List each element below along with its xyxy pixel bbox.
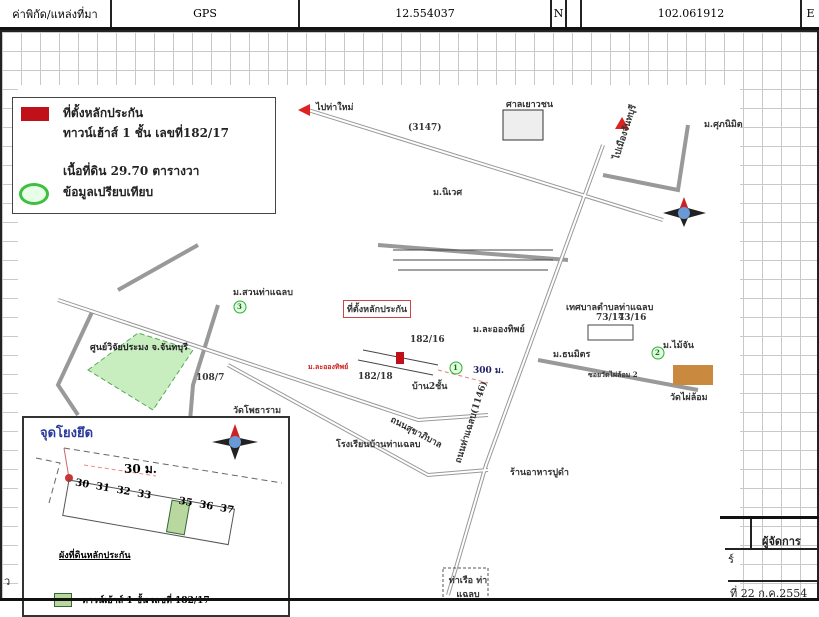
spacer-cell: [567, 0, 582, 27]
longitude: 102.061912: [582, 0, 802, 27]
label-collateral-tag: ที่ตั้งหลักประกัน: [343, 300, 412, 318]
temple-icon: [673, 365, 713, 385]
label-house-108: 108/7: [196, 373, 225, 383]
legend-comparison: ข้อมูลเปรียบเทียบ: [63, 185, 154, 199]
inset-distance: 30 ม.: [124, 462, 157, 476]
label-182-18: 182/18: [358, 372, 393, 382]
label-to-tha-mai: ไปท่าใหม่: [316, 103, 354, 113]
inset-legend: ทาวน์เฮ้าส์ 1 ชั้น เลขที่ 182/17: [82, 596, 210, 606]
compass-rose-icon: [663, 197, 706, 227]
latitude-dir: N: [552, 0, 567, 27]
label-route-3147: (3147): [408, 123, 442, 133]
court-building: [502, 109, 544, 141]
map-legend: ที่ตั้งหลักประกัน ทาวน์เฮ้าส์ 1 ชั้น เลข…: [12, 97, 276, 214]
legend-land-area: เนื้อที่ดิน 29.70 ตารางวา: [63, 164, 200, 178]
legend-collateral-desc: ทาวน์เฮ้าส์ 1 ชั้น เลขที่182/17: [63, 126, 230, 140]
road-north-west: [117, 243, 199, 292]
source-value: GPS: [112, 0, 300, 27]
fishery-center-area: [87, 332, 194, 411]
source-label: ค่าพิกัด/แหล่งที่มา: [0, 0, 112, 27]
label-dist-300: 300 ม.: [473, 366, 504, 376]
label-village-east: ม.ธนมิตร: [553, 350, 591, 360]
inset-anchor-label: จุดโยงยึด: [40, 426, 94, 441]
label-182-16: 182/16: [410, 335, 445, 345]
road-village: [377, 243, 569, 262]
collateral-marker: [396, 352, 404, 364]
road-tha-chalaep: [446, 144, 605, 596]
plan-drawing: [35, 447, 283, 546]
title-partial-left: ว: [4, 575, 11, 588]
plan-title: ผังที่ดินหลักประกัน: [59, 551, 131, 561]
label-court: ศาลเยาวชน: [506, 100, 553, 110]
title-partial: ร์: [728, 553, 734, 566]
legend-collateral-title: ที่ตั้งหลักประกัน: [63, 106, 144, 120]
arrow-to-tha-mai: [298, 104, 310, 116]
pier-box: [442, 567, 489, 601]
label-fishery-center: ศูนย์วิจัยประมง จ.จันทบุรี: [90, 343, 188, 353]
label-restaurant: ร้านอาหารปูดำ: [510, 468, 569, 478]
road-ne: [602, 124, 690, 193]
label-village-center: ม.ละอองทิพย์: [473, 325, 525, 335]
houses-73: [587, 324, 634, 341]
road-west-1: [55, 309, 95, 417]
comparison-3-marker: [233, 300, 247, 314]
label-two-storey: บ้าน2ชั้น: [412, 382, 448, 392]
inset-compass-icon: [212, 424, 258, 460]
label-wat-pho: วัดโพธาราม: [233, 406, 282, 416]
arrow-to-chanthaburi: [615, 117, 629, 129]
label-73-16: 73/16: [618, 313, 647, 323]
coordinate-header: ค่าพิกัด/แหล่งที่มา GPS 12.554037 N 102.…: [0, 0, 819, 30]
collateral-swatch: [21, 107, 49, 121]
label-wat-phai: วัดไผ่ล้อม: [670, 393, 708, 403]
label-pier: ท่าเรือ ท่าแฉลบ: [448, 576, 488, 600]
label-73-14: 73/14: [596, 313, 625, 323]
dist-300-line: [437, 369, 489, 384]
latitude: 12.554037: [300, 0, 552, 27]
comparison-2-number: 2: [655, 348, 660, 357]
label-municipality: เทศบาลตำบลท่าแฉลบ: [566, 303, 654, 313]
label-village-mai: ม.ไม้จัน: [663, 341, 694, 351]
comparison-3-number: 3: [237, 302, 242, 311]
comparison-2-marker: [651, 346, 665, 360]
label-village-suan: ม.สวนท่าแฉลบ: [233, 288, 293, 298]
label-village-ne: ม.ศุภนิมิต: [704, 120, 743, 130]
label-soi-wat: ซอยวัดไผ่ล้อม 2: [588, 370, 638, 379]
date-label: ที่ 22 ก.ค.2554: [730, 587, 808, 600]
label-school: โรงเรียนบ้านท่าแฉลบ: [336, 440, 421, 450]
map-roads: [55, 104, 713, 601]
comparison-1-marker: [449, 361, 463, 375]
longitude-dir: E: [806, 7, 815, 20]
manager-label: ผู้จัดการ: [762, 535, 801, 548]
label-village-red: ม.ละอองทิพย์: [308, 362, 349, 371]
road-soi-wat: [537, 358, 699, 392]
label-village-mid: ม.นิเวศ: [433, 188, 463, 198]
comparison-1-number: 1: [453, 363, 458, 372]
comparison-swatch: [19, 183, 49, 205]
village-rows: [393, 249, 553, 271]
collateral-plan-inset: จุดโยงยึด 30 ม. 30 31 32 33 34 35 36 37 …: [22, 416, 290, 617]
